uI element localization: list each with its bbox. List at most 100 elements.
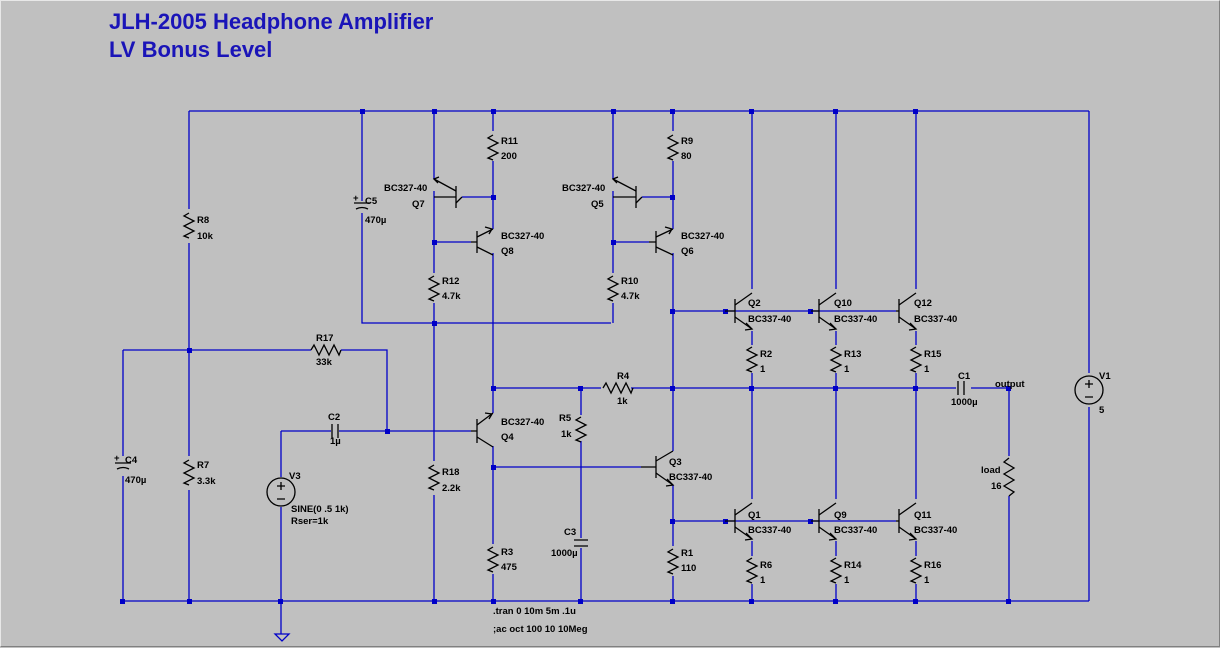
resistor-r17[interactable]: R17 33k [310,333,342,368]
r3-value: 475 [501,562,518,573]
q5-model: BC327-40 [562,183,605,194]
resistor-r11[interactable]: R11 200 [487,134,519,162]
q9-name: Q9 [834,510,847,521]
capacitor-c5[interactable]: + C5 470µ [353,193,386,226]
resistor-r12[interactable]: R12 4.7k [428,275,461,302]
capacitor-c4[interactable]: + C4 470µ [114,453,146,486]
q3-model: BC337-40 [669,472,712,483]
q1-name: Q1 [748,510,761,521]
q12-model: BC337-40 [914,314,957,325]
resistor-r5[interactable]: R5 1k [559,413,587,443]
v1-name: V1 [1099,371,1111,382]
r15-value: 1 [924,364,930,375]
resistor-r1[interactable]: R1 110 [667,548,696,575]
c3-name: C3 [564,527,576,538]
r12-name: R12 [442,276,459,287]
junction-dots [120,109,1011,604]
resistor-load[interactable]: load 16 [981,457,1016,497]
c5-value: 470µ [365,215,386,226]
transistor-q3[interactable]: Q3 BC337-40 [641,450,712,487]
r1-value: 110 [681,563,696,574]
transistor-q5[interactable]: BC327-40 Q5 [562,176,643,210]
c4-value: 470µ [125,475,146,486]
resistor-r10[interactable]: R10 4.7k [607,275,640,302]
q3-name: Q3 [669,457,682,468]
resistor-r15[interactable]: R15 1 [910,346,942,375]
r6-name: R6 [760,560,772,571]
q11-model: BC337-40 [914,525,957,536]
r11-value: 200 [501,151,517,162]
transistor-q4[interactable]: BC327-40 Q4 [471,412,544,448]
voltage-source-v3[interactable]: V3 SINE(0 .5 1k) Rser=1k [266,471,349,527]
resistor-r8[interactable]: R8 10k [183,212,214,242]
title-line-1: JLH-2005 Headphone Amplifier [109,9,434,34]
r14-value: 1 [844,575,850,586]
q2-name: Q2 [748,298,761,309]
resistor-r7[interactable]: R7 3.3k [183,459,216,487]
transistor-q10[interactable]: Q10 BC337-40 [811,292,877,331]
c1-name: C1 [958,371,971,382]
r2-value: 1 [760,364,766,375]
transistor-q1[interactable]: Q1 BC337-40 [725,502,791,541]
r12-value: 4.7k [442,291,461,302]
r17-name: R17 [316,333,333,344]
transistor-q2[interactable]: Q2 BC337-40 [725,292,791,331]
wires [122,110,1090,634]
resistor-r6[interactable]: R6 1 [746,557,772,586]
load-name: load [981,465,1001,476]
transistor-q12[interactable]: Q12 BC337-40 [896,292,957,331]
c4-name: C4 [125,455,138,466]
voltage-source-v1[interactable]: V1 5 [1074,371,1111,416]
c5-name: C5 [365,196,378,207]
transistor-q11[interactable]: Q11 BC337-40 [896,502,957,541]
r1-name: R1 [681,548,694,559]
r18-value: 2.2k [442,483,461,494]
r11-name: R11 [501,136,519,147]
load-value: 16 [991,481,1002,492]
q8-model: BC327-40 [501,231,544,242]
capacitor-c2[interactable]: C2 1µ [328,412,341,447]
ground-icon [273,633,291,642]
q2-model: BC337-40 [748,314,791,325]
svg-text:+: + [114,453,120,464]
capacitor-c1[interactable]: C1 1000µ [951,371,978,408]
resistor-r18[interactable]: R18 2.2k [428,464,461,494]
r9-value: 80 [681,151,692,162]
r2-name: R2 [760,349,772,360]
transistor-q7[interactable]: BC327-40 Q7 [384,176,463,210]
q5-name: Q5 [591,199,604,210]
r17-value: 33k [316,357,333,368]
resistor-r14[interactable]: R14 1 [830,557,862,586]
r10-value: 4.7k [621,291,640,302]
q9-model: BC337-40 [834,525,877,536]
r9-name: R9 [681,136,693,147]
resistor-r3[interactable]: R3 475 [487,546,518,573]
resistor-r13[interactable]: R13 1 [830,346,861,375]
capacitor-c3[interactable]: C3 1000µ [551,527,588,559]
r5-name: R5 [559,413,572,424]
v3-name: V3 [289,471,301,482]
r14-name: R14 [844,560,862,571]
r8-value: 10k [197,231,214,242]
transistor-q6[interactable]: BC327-40 Q6 [649,226,724,257]
resistor-r2[interactable]: R2 1 [746,346,772,375]
r16-value: 1 [924,575,930,586]
r15-name: R15 [924,349,942,360]
resistor-r16[interactable]: R16 1 [910,557,941,586]
transistor-q8[interactable]: BC327-40 Q8 [471,226,544,257]
q7-model: BC327-40 [384,183,427,194]
q4-model: BC327-40 [501,417,544,428]
transistor-q9[interactable]: Q9 BC337-40 [811,502,877,541]
spice-directive-ac[interactable]: ;ac oct 100 10 10Meg [493,624,588,635]
q12-name: Q12 [914,298,932,309]
r8-name: R8 [197,215,209,226]
resistor-r4[interactable]: R4 1k [602,371,634,407]
q10-model: BC337-40 [834,314,877,325]
c1-value: 1000µ [951,397,978,408]
r16-name: R16 [924,560,941,571]
r13-value: 1 [844,364,850,375]
spice-directive-tran[interactable]: .tran 0 10m 5m .1u [493,606,576,617]
resistor-r9[interactable]: R9 80 [667,134,693,162]
q1-model: BC337-40 [748,525,791,536]
